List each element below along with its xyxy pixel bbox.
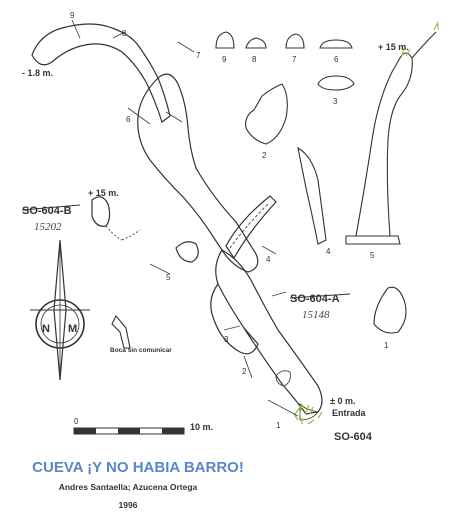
map-authors: Andres Santaella; Azucena Ortega	[59, 482, 198, 492]
section-number-labels: 9 8 7 6 5 4 3 2 1 9 8 7 6 3 2 4 5 1	[70, 11, 389, 430]
xsec-label-2: 2	[262, 151, 267, 160]
map-section-5: 5	[166, 273, 171, 282]
map-section-9: 9	[70, 11, 75, 20]
xsec-label-6: 6	[334, 55, 339, 64]
height-b-label: + 15 m.	[88, 188, 119, 198]
map-section-4: 4	[266, 255, 271, 264]
side-code-a: SO-604-A	[290, 293, 340, 305]
unconnected-entrance-icon	[111, 315, 131, 349]
scale-max-label: 10 m.	[190, 422, 213, 432]
height-section-label: + 15 m.	[378, 42, 409, 52]
map-section-6: 6	[126, 115, 131, 124]
side-code-b-number: 15202	[34, 221, 62, 233]
map-section-3: 3	[224, 335, 229, 344]
section-ticks	[71, 19, 299, 417]
map-title: CUEVA ¡Y NO HABIA BARRO!	[32, 459, 244, 476]
xsec-label-5: 5	[370, 251, 375, 260]
main-cave-outline	[31, 23, 323, 415]
scale-bar	[73, 427, 185, 435]
map-section-8: 8	[122, 29, 127, 38]
datum-label: ± 0 m.	[330, 396, 355, 406]
map-section-7: 7	[196, 51, 201, 60]
cross-section-1	[373, 286, 407, 334]
cross-section-2	[245, 83, 288, 145]
cross-section-5	[345, 21, 439, 245]
xsec-label-4: 4	[326, 247, 331, 256]
xsec-label-3: 3	[333, 97, 338, 106]
compass-rose	[30, 239, 90, 381]
map-section-1: 1	[276, 421, 281, 430]
side-code-a-number: 15148	[302, 309, 330, 321]
side-pocket-b	[91, 196, 141, 241]
xsec-label-1: 1	[384, 341, 389, 350]
xsec-label-7: 7	[292, 55, 297, 64]
cross-sections-top	[215, 31, 355, 91]
xsec-label-8: 8	[252, 55, 257, 64]
entrance-code: SO-604	[334, 431, 373, 443]
map-year: 1996	[119, 500, 138, 510]
compass-n-label: N	[42, 323, 50, 335]
map-section-2: 2	[242, 367, 247, 376]
cross-section-4	[297, 146, 327, 245]
xsec-label-9: 9	[222, 55, 227, 64]
scale-min-label: 0	[74, 417, 79, 426]
compass-m-label: M	[68, 323, 77, 335]
entrance-marker	[293, 402, 323, 425]
depth-top-left-label: - 1.8 m.	[22, 68, 53, 78]
note-boca-sin-comunicar: Boca sin comunicar	[110, 347, 172, 354]
entrance-label: Entrada	[332, 408, 367, 418]
side-code-b: SO-604-B	[22, 205, 72, 217]
